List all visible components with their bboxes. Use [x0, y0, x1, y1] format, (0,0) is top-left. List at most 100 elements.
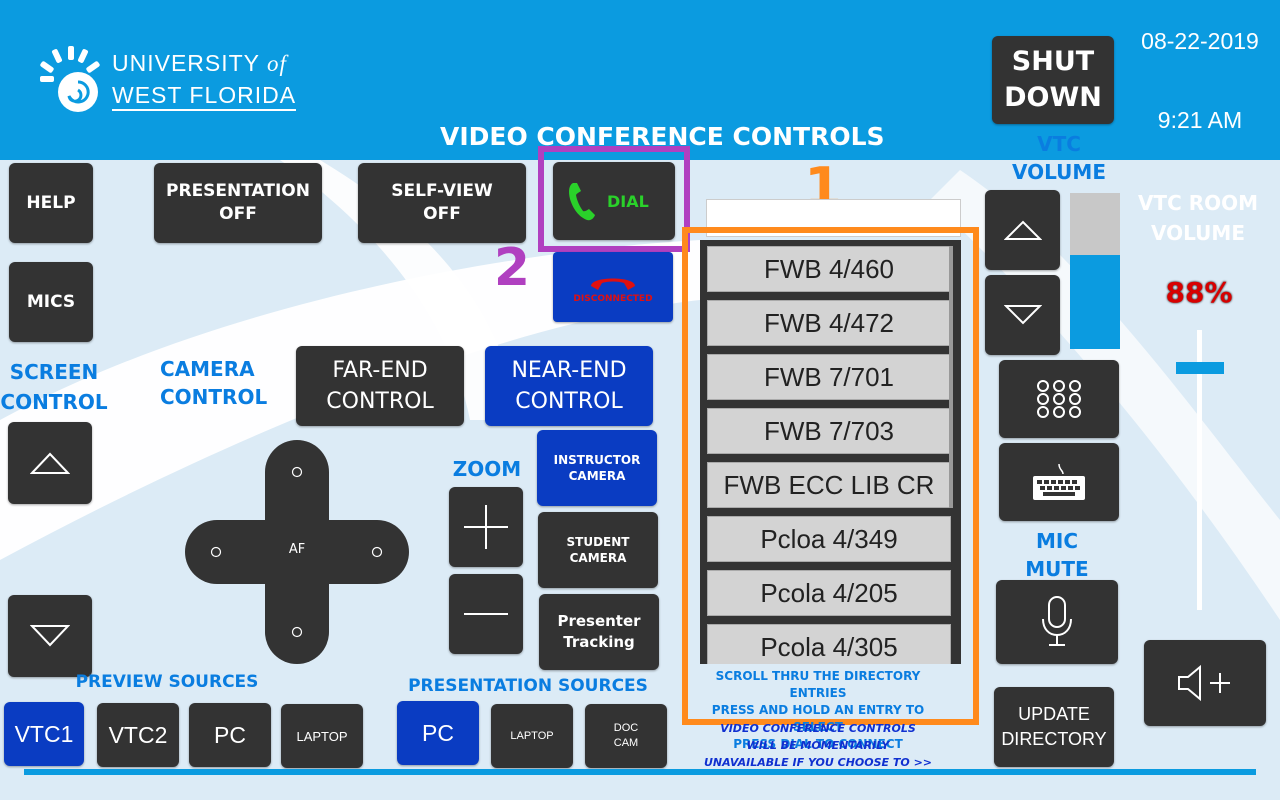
- directory-entry[interactable]: Pcola 4/205: [707, 570, 951, 616]
- directory-entry[interactable]: Pcloa 4/349: [707, 516, 951, 562]
- directory-instructions: SCROLL THRU THE DIRECTORY ENTRIES PRESS …: [711, 669, 925, 751]
- screen-up-button[interactable]: [8, 422, 92, 504]
- screen-down-button[interactable]: [8, 595, 92, 677]
- minus-icon: [464, 613, 508, 615]
- up-arrow-icon: [30, 452, 70, 474]
- directory-list[interactable]: FWB 4/460 FWB 4/472 FWB 7/701 FWB 7/703 …: [700, 240, 961, 664]
- keypad-button[interactable]: [999, 360, 1119, 438]
- dial-button[interactable]: DIAL: [553, 162, 675, 240]
- doc-cam-line2: CAM: [613, 737, 639, 749]
- presenter-line1: Presenter: [557, 612, 641, 630]
- mics-button[interactable]: MICS: [9, 262, 93, 342]
- shutdown-button[interactable]: SHUT DOWN: [992, 36, 1114, 124]
- up-arrow-icon: [1003, 220, 1042, 240]
- preview-sources-label: PREVIEW SOURCES: [75, 672, 259, 692]
- presentation-sources-label: PRESENTATION SOURCES: [408, 676, 648, 696]
- plus-icon: [464, 505, 508, 549]
- doc-cam-line1: DOC: [613, 722, 639, 734]
- shutdown-line1: SHUT: [1011, 46, 1095, 77]
- date-display: 08-22-2019: [1141, 28, 1259, 54]
- selfview-label: SELF-VIEW: [391, 181, 493, 201]
- room-volume-value: 88%: [1165, 276, 1233, 309]
- instructor-line1: INSTRUCTOR: [553, 453, 641, 467]
- vtc-volume-down-button[interactable]: [985, 275, 1060, 355]
- far-end-line1: FAR-END: [332, 358, 428, 383]
- far-end-control-button[interactable]: FAR-END CONTROL: [296, 346, 464, 426]
- student-camera-button[interactable]: STUDENT CAMERA: [538, 512, 658, 588]
- logo-sunburst-icon: [40, 46, 100, 112]
- phone-icon: [569, 183, 595, 221]
- update-warning: VIDEO CONFERENCE CONTROLS WILL BE MOMENT…: [703, 722, 933, 769]
- shutdown-line2: DOWN: [1004, 82, 1102, 113]
- annotation-2: 2: [493, 238, 531, 298]
- presentation-off-button[interactable]: PRESENTATION OFF: [154, 163, 322, 243]
- down-arrow-icon: [30, 625, 70, 647]
- directory-entry[interactable]: FWB ECC LIB CR: [707, 462, 951, 508]
- dial-highlight-box: [538, 146, 690, 252]
- dpad-shape: [185, 440, 409, 664]
- near-end-control-button[interactable]: NEAR-END CONTROL: [485, 346, 653, 426]
- room-volume-up-button[interactable]: [1144, 640, 1266, 726]
- zoom-in-button[interactable]: [449, 487, 523, 567]
- camera-dpad[interactable]: AF: [185, 440, 409, 664]
- selfview-off-button[interactable]: SELF-VIEW OFF: [358, 163, 526, 243]
- preview-pc-button[interactable]: PC: [189, 703, 271, 767]
- keypad-icon: [1037, 380, 1081, 418]
- room-volume-track: [1197, 330, 1202, 610]
- update-line2: DIRECTORY: [1001, 729, 1107, 749]
- directory-entry[interactable]: FWB 7/701: [707, 354, 951, 400]
- directory-entry[interactable]: FWB 4/460: [707, 246, 951, 292]
- preview-laptop-button[interactable]: LAPTOP: [281, 704, 363, 768]
- preview-vtc2-button[interactable]: VTC2: [97, 703, 179, 767]
- student-line1: STUDENT: [566, 535, 630, 549]
- time-display: 9:21 AM: [1157, 107, 1243, 133]
- logo-line1: UNIVERSITY of: [112, 50, 287, 76]
- hangup-icon: [591, 278, 635, 290]
- university-logo: UNIVERSITY of WEST FLORIDA: [40, 44, 297, 116]
- directory-entry[interactable]: FWB 7/703: [707, 408, 951, 454]
- vtc-volume-meter: [1070, 193, 1120, 349]
- keyboard-button[interactable]: [999, 443, 1119, 521]
- vtc-volume-fill: [1070, 255, 1120, 349]
- dial-label: DIAL: [607, 191, 649, 211]
- presentation-laptop-button[interactable]: LAPTOP: [491, 704, 573, 768]
- near-end-line2: CONTROL: [515, 389, 623, 414]
- bottom-divider: [24, 769, 1256, 775]
- disconnected-button[interactable]: DISCONNECTED: [553, 252, 673, 322]
- far-end-line2: CONTROL: [326, 389, 434, 414]
- speaker-plus-icon: [1178, 664, 1230, 702]
- microphone-icon: [1042, 596, 1072, 646]
- presentation-state: OFF: [219, 204, 257, 224]
- student-line2: CAMERA: [569, 551, 627, 565]
- instructor-camera-button[interactable]: INSTRUCTOR CAMERA: [537, 430, 657, 506]
- help-button[interactable]: HELP: [9, 163, 93, 243]
- instructor-line2: CAMERA: [568, 469, 626, 483]
- preview-vtc1-button[interactable]: VTC1: [4, 702, 84, 766]
- presenter-tracking-button[interactable]: Presenter Tracking: [539, 594, 659, 670]
- directory-entry[interactable]: Pcola 4/305: [707, 624, 951, 664]
- update-line1: UPDATE: [1018, 704, 1090, 724]
- presentation-pc-button[interactable]: PC: [397, 701, 479, 765]
- presentation-doc-cam-button[interactable]: DOC CAM: [585, 704, 667, 768]
- down-arrow-icon: [1003, 305, 1042, 325]
- zoom-label: ZOOM: [452, 457, 522, 481]
- update-directory-button[interactable]: UPDATE DIRECTORY: [994, 687, 1114, 767]
- af-label[interactable]: AF: [288, 542, 306, 557]
- presentation-label: PRESENTATION: [166, 181, 310, 201]
- vtc-volume-up-button[interactable]: [985, 190, 1060, 270]
- directory-scrollbar[interactable]: [949, 246, 953, 508]
- directory-entry[interactable]: FWB 4/472: [707, 300, 951, 346]
- directory-highlight-box: [682, 227, 979, 725]
- room-volume-slider[interactable]: [1176, 330, 1224, 610]
- room-volume-thumb[interactable]: [1176, 362, 1224, 374]
- zoom-out-button[interactable]: [449, 574, 523, 654]
- logo-line2: WEST FLORIDA: [112, 82, 297, 111]
- presenter-line2: Tracking: [563, 633, 635, 651]
- disconnected-label: DISCONNECTED: [573, 294, 653, 304]
- mic-mute-button[interactable]: [996, 580, 1118, 664]
